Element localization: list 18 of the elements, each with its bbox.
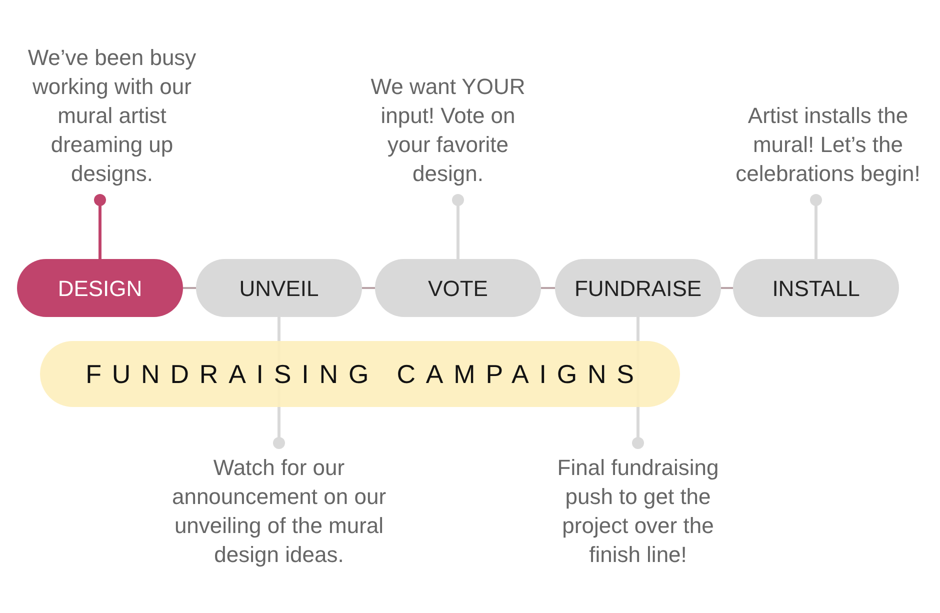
step-description: We’ve been busy working with our mural artist dreaming up designs. [26,44,198,188]
connector-line [721,287,733,289]
step-label: INSTALL [772,274,860,302]
connector-line [362,287,375,289]
leader-line [452,194,464,259]
leader-line [810,194,822,259]
step-label: UNVEIL [239,274,319,302]
step-description: Final fundraising push to get the project over the finish line! [556,454,720,569]
leader-line [94,194,106,259]
connector-line [183,287,196,289]
step-description: Artist installs the mural! Let’s the celebrations begin! [734,102,922,188]
campaign-label: FUNDRAISING CAMPAIGNS [86,358,644,390]
step-label: VOTE [428,274,488,302]
step-label: DESIGN [58,274,142,302]
connector-line [541,287,555,289]
step-label: FUNDRAISE [574,274,702,302]
step-description: Watch for our announcement on our unveiling of the mural design ideas. [170,454,388,569]
step-description: We want YOUR input! Vote on your favorite design. [370,73,526,188]
